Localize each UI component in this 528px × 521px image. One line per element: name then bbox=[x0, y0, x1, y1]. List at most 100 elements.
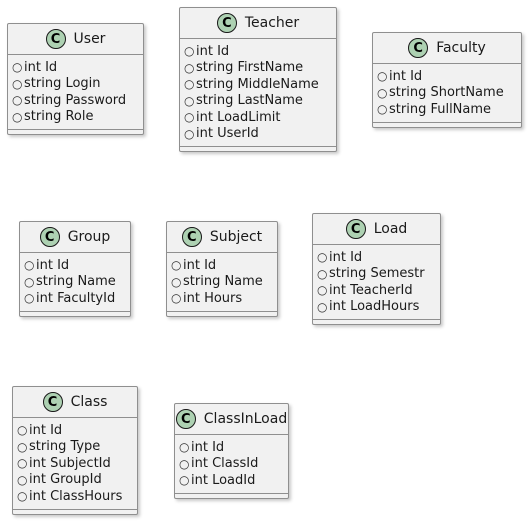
class-name: Subject bbox=[209, 229, 263, 245]
class-header: C Class bbox=[13, 387, 137, 418]
attribute-list: ○int Id ○int ClassId ○int LoadId bbox=[175, 435, 288, 489]
public-visibility-icon: ○ bbox=[12, 93, 23, 108]
attribute-list: ○int Id ○string Semestr ○int TeacherId ○… bbox=[313, 245, 440, 315]
attribute: ○int Id bbox=[377, 68, 423, 84]
class-icon: C bbox=[408, 38, 429, 58]
attribute-list: ○int Id ○string ShortName ○string FullNa… bbox=[373, 64, 521, 118]
public-visibility-icon: ○ bbox=[17, 423, 28, 438]
class-name: User bbox=[73, 31, 106, 47]
public-visibility-icon: ○ bbox=[171, 291, 182, 306]
methods-compartment bbox=[20, 310, 130, 321]
methods-compartment bbox=[8, 129, 143, 139]
methods-compartment bbox=[373, 121, 521, 132]
class-header: C Group bbox=[20, 222, 130, 253]
public-visibility-icon: ○ bbox=[12, 60, 23, 75]
public-visibility-icon: ○ bbox=[317, 266, 328, 281]
public-visibility-icon: ○ bbox=[184, 93, 195, 108]
attribute-list: ○int Id ○string Name ○int Hours bbox=[167, 253, 277, 307]
public-visibility-icon: ○ bbox=[17, 456, 28, 471]
class-header: C Faculty bbox=[373, 33, 521, 64]
methods-compartment bbox=[313, 319, 440, 329]
attribute-list: ○int Id ○string FirstName ○string Middle… bbox=[180, 39, 336, 142]
attribute: ○string Role bbox=[12, 109, 94, 125]
class-icon: C bbox=[39, 227, 60, 247]
class-header: C User bbox=[8, 24, 143, 55]
public-visibility-icon: ○ bbox=[184, 126, 195, 141]
class-icon: C bbox=[216, 13, 237, 33]
attribute: ○int GroupId bbox=[17, 472, 102, 488]
public-visibility-icon: ○ bbox=[317, 250, 328, 265]
methods-compartment bbox=[167, 310, 277, 321]
class-teacher: C Teacher ○int Id ○string FirstName ○str… bbox=[179, 7, 337, 152]
public-visibility-icon: ○ bbox=[184, 60, 195, 75]
attribute: ○int Id bbox=[171, 257, 217, 273]
class-name: Teacher bbox=[244, 15, 300, 31]
attribute: ○int Id bbox=[184, 43, 230, 59]
attribute: ○string FirstName bbox=[184, 60, 304, 76]
attribute: ○int Id bbox=[179, 439, 225, 455]
attribute: ○string Name bbox=[171, 274, 263, 290]
public-visibility-icon: ○ bbox=[171, 274, 182, 289]
public-visibility-icon: ○ bbox=[179, 456, 190, 471]
attribute: ○int UserId bbox=[184, 126, 259, 142]
attribute-list: ○int Id ○string Login ○string Password ○… bbox=[8, 55, 143, 125]
class-icon: C bbox=[181, 227, 202, 247]
attribute-list: ○int Id ○string Type ○int SubjectId ○int… bbox=[13, 418, 137, 505]
methods-compartment bbox=[13, 508, 137, 519]
class-icon: C bbox=[42, 392, 63, 412]
public-visibility-icon: ○ bbox=[377, 85, 388, 100]
attribute: ○int LoadLimit bbox=[184, 109, 281, 125]
attribute: ○string Semestr bbox=[317, 266, 425, 282]
public-visibility-icon: ○ bbox=[171, 258, 182, 273]
class-faculty: C Faculty ○int Id ○string ShortName ○str… bbox=[372, 32, 522, 128]
attribute: ○int LoadHours bbox=[317, 299, 420, 315]
class-load: C Load ○int Id ○string Semestr ○int Teac… bbox=[312, 213, 441, 325]
class-group: C Group ○int Id ○string Name ○int Facult… bbox=[19, 221, 131, 317]
attribute: ○int LoadId bbox=[179, 472, 256, 488]
attribute: ○string LastName bbox=[184, 93, 303, 109]
attribute: ○int SubjectId bbox=[17, 455, 111, 471]
attribute: ○string Login bbox=[12, 76, 101, 92]
attribute: ○string Password bbox=[12, 92, 127, 108]
methods-compartment bbox=[180, 146, 336, 156]
attribute: ○string Name bbox=[24, 274, 116, 290]
public-visibility-icon: ○ bbox=[317, 299, 328, 314]
public-visibility-icon: ○ bbox=[184, 77, 195, 92]
class-name: Group bbox=[67, 229, 111, 245]
class-header: C Subject bbox=[167, 222, 277, 253]
public-visibility-icon: ○ bbox=[184, 44, 195, 59]
class-subject: C Subject ○int Id ○string Name ○int Hour… bbox=[166, 221, 278, 317]
public-visibility-icon: ○ bbox=[17, 489, 28, 504]
class-classinload: C ClassInLoad ○int Id ○int ClassId ○int … bbox=[174, 403, 289, 499]
attribute: ○int Id bbox=[317, 249, 363, 265]
methods-compartment bbox=[175, 492, 288, 503]
class-name: Class bbox=[70, 394, 108, 410]
attribute: ○int Hours bbox=[171, 290, 243, 306]
attribute: ○string FullName bbox=[377, 101, 492, 117]
attribute: ○int Id bbox=[12, 59, 58, 75]
class-header: C Load bbox=[313, 214, 440, 245]
public-visibility-icon: ○ bbox=[24, 258, 35, 273]
attribute: ○int ClassHours bbox=[17, 488, 123, 504]
class-header: C ClassInLoad bbox=[175, 404, 288, 435]
public-visibility-icon: ○ bbox=[12, 109, 23, 124]
attribute: ○int TeacherId bbox=[317, 282, 413, 298]
attribute: ○string Type bbox=[17, 439, 101, 455]
public-visibility-icon: ○ bbox=[317, 283, 328, 298]
attribute: ○int ClassId bbox=[179, 456, 259, 472]
class-name: ClassInLoad bbox=[203, 411, 288, 427]
class-user: C User ○int Id ○string Login ○string Pas… bbox=[7, 23, 144, 135]
public-visibility-icon: ○ bbox=[24, 291, 35, 306]
public-visibility-icon: ○ bbox=[377, 69, 388, 84]
class-icon: C bbox=[45, 29, 66, 49]
public-visibility-icon: ○ bbox=[12, 76, 23, 91]
class-name: Load bbox=[373, 221, 408, 237]
public-visibility-icon: ○ bbox=[24, 274, 35, 289]
public-visibility-icon: ○ bbox=[184, 110, 195, 125]
public-visibility-icon: ○ bbox=[179, 473, 190, 488]
public-visibility-icon: ○ bbox=[17, 472, 28, 487]
attribute-list: ○int Id ○string Name ○int FacultyId bbox=[20, 253, 130, 307]
attribute: ○string ShortName bbox=[377, 85, 504, 101]
public-visibility-icon: ○ bbox=[17, 439, 28, 454]
class-name: Faculty bbox=[436, 40, 486, 56]
